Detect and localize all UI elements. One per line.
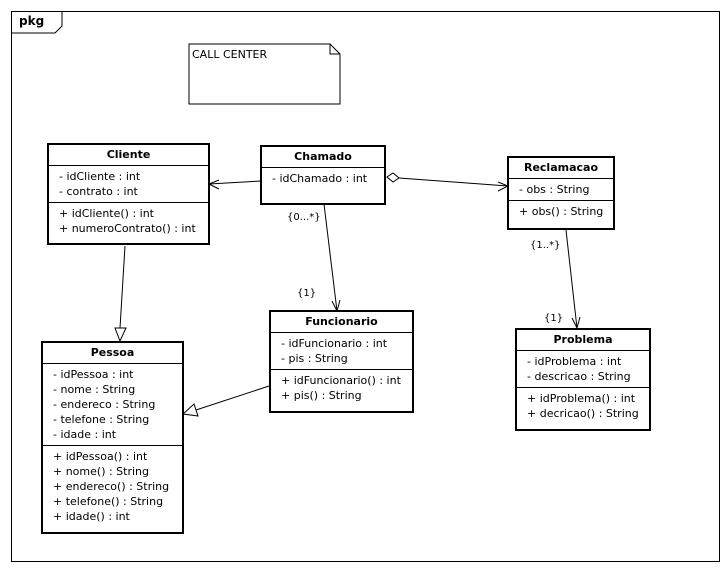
- attribute: - descricao : String: [527, 370, 631, 383]
- class-chamado[interactable]: Chamado - idChamado : int: [260, 145, 386, 205]
- attribute: - endereco : String: [53, 398, 156, 411]
- class-name: Chamado: [262, 147, 384, 168]
- attribute: - idPessoa : int: [53, 368, 134, 381]
- class-name: Pessoa: [43, 343, 182, 364]
- generalization-triangle-funcionario: [181, 403, 199, 417]
- attribute: - idChamado : int: [272, 172, 368, 185]
- attributes-section: - idProblema : int - descricao : String: [517, 351, 649, 387]
- generalization-cliente-pessoa[interactable]: [119, 245, 126, 329]
- attributes-section: - idChamado : int: [262, 168, 384, 189]
- attribute: - telefone : String: [53, 413, 150, 426]
- operations-section: + idPessoa() : int + nome() : String + e…: [43, 445, 182, 527]
- operations-section: + obs() : String: [509, 200, 613, 222]
- aggregation-diamond: [386, 172, 400, 183]
- operations-section: + idCliente() : int + numeroContrato() :…: [49, 202, 208, 239]
- attribute: - idCliente : int: [59, 170, 141, 183]
- class-name: Funcionario: [271, 312, 412, 333]
- attributes-section: - idPessoa : int - nome : String - ender…: [43, 364, 182, 445]
- attribute: - contrato : int: [59, 185, 138, 198]
- operation: + telefone() : String: [53, 495, 164, 508]
- attribute: - idFuncionario : int: [281, 337, 388, 350]
- aggregation-chamado-reclamacao[interactable]: [398, 177, 509, 187]
- generalization-funcionario-pessoa[interactable]: [195, 385, 270, 411]
- operation: + numeroContrato() : int: [59, 222, 196, 235]
- class-name: Reclamacao: [509, 158, 613, 179]
- note-text: CALL CENTER: [192, 48, 268, 61]
- attribute: - pis : String: [281, 352, 348, 365]
- multiplicity-funcionario-target: {1}: [297, 288, 317, 299]
- operation: + nome() : String: [53, 465, 150, 478]
- frame-tab-shape: [11, 11, 63, 34]
- attribute: - idProblema : int: [527, 355, 622, 368]
- class-name: Cliente: [49, 145, 208, 166]
- operation: + decricao() : String: [527, 407, 639, 420]
- operation: + idFuncionario() : int: [281, 374, 401, 387]
- association-chamado-cliente[interactable]: [208, 180, 262, 185]
- operation: + obs() : String: [519, 205, 604, 218]
- package-frame: [11, 11, 720, 562]
- association-reclamacao-problema[interactable]: [565, 229, 578, 329]
- multiplicity-chamado-source: {0...*}: [287, 212, 321, 223]
- multiplicity-problema-target: {1}: [544, 313, 564, 324]
- attributes-section: - idFuncionario : int - pis : String: [271, 333, 412, 369]
- operation: + idPessoa() : int: [53, 450, 148, 463]
- class-pessoa[interactable]: Pessoa - idPessoa : int - nome : String …: [41, 341, 184, 534]
- operation: + idade() : int: [53, 510, 130, 523]
- operations-section: + idFuncionario() : int + pis() : String: [271, 369, 412, 406]
- operation: + pis() : String: [281, 389, 362, 402]
- note-call-center[interactable]: CALL CENTER: [189, 44, 340, 104]
- class-reclamacao[interactable]: Reclamacao - obs : String + obs() : Stri…: [507, 156, 615, 230]
- multiplicity-reclamacao-source: {1..*}: [530, 240, 561, 251]
- attributes-section: - idCliente : int - contrato : int: [49, 166, 208, 202]
- attribute: - nome : String: [53, 383, 136, 396]
- class-funcionario[interactable]: Funcionario - idFuncionario : int - pis …: [269, 310, 414, 413]
- attribute: - obs : String: [519, 183, 590, 196]
- class-problema[interactable]: Problema - idProblema : int - descricao …: [515, 328, 651, 431]
- operations-section: + idProblema() : int + decricao() : Stri…: [517, 387, 649, 424]
- operation: + endereco() : String: [53, 480, 170, 493]
- frame-label: pkg: [19, 14, 45, 28]
- generalization-triangle-cliente: [114, 327, 127, 343]
- class-name: Problema: [517, 330, 649, 351]
- attributes-section: - obs : String: [509, 179, 613, 200]
- note-shape: [188, 43, 341, 105]
- operation: + idCliente() : int: [59, 207, 154, 220]
- class-cliente[interactable]: Cliente - idCliente : int - contrato : i…: [47, 143, 210, 245]
- attribute: - idade : int: [53, 428, 117, 441]
- association-chamado-funcionario[interactable]: [323, 203, 338, 312]
- operation: + idProblema() : int: [527, 392, 636, 405]
